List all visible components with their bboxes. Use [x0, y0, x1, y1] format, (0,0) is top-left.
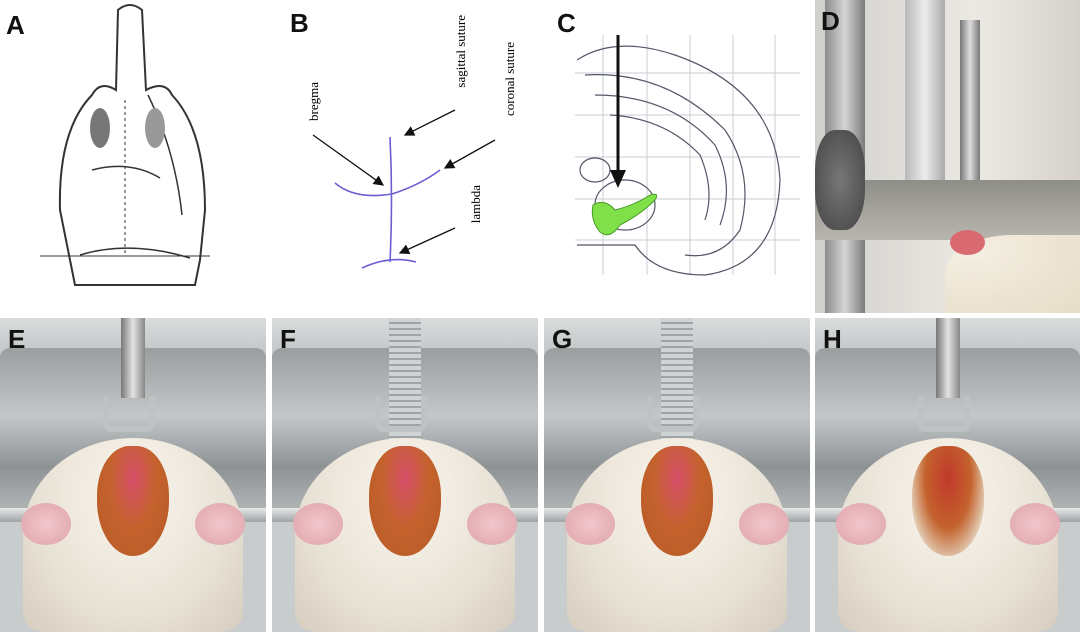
skull-illustration [40, 4, 210, 286]
panel-f-photo: F [272, 318, 538, 632]
panel-c-brain-atlas: C [555, 0, 813, 305]
brain-section-drawing [575, 35, 800, 276]
panel-e-photo: E [0, 318, 266, 632]
bregma-label: bregma [306, 82, 321, 121]
panel-d-stereotaxic-photo: D [815, 0, 1080, 313]
panel-label-c: C [557, 8, 576, 38]
panel-a-skull-drawing: A [0, 0, 275, 305]
panel-label-h: H [823, 324, 842, 354]
panel-label-b: B [290, 8, 309, 38]
suture-lines [312, 109, 496, 269]
panel-label-e: E [8, 324, 26, 354]
panel-g-photo: G [544, 318, 810, 632]
lambda-label: lambda [468, 185, 483, 224]
panel-label-g: G [552, 324, 573, 354]
sagittal-suture-label: sagittal suture [453, 15, 468, 88]
target-region [591, 193, 658, 236]
coronal-suture-label: coronal suture [502, 42, 517, 117]
panel-h-photo: H [815, 318, 1080, 632]
panel-b-suture-diagram: B bregma sagittal suture coronal suture … [280, 0, 555, 305]
panel-label-f: F [280, 324, 296, 354]
panel-label-d: D [821, 6, 840, 36]
panel-label-a: A [6, 10, 25, 40]
